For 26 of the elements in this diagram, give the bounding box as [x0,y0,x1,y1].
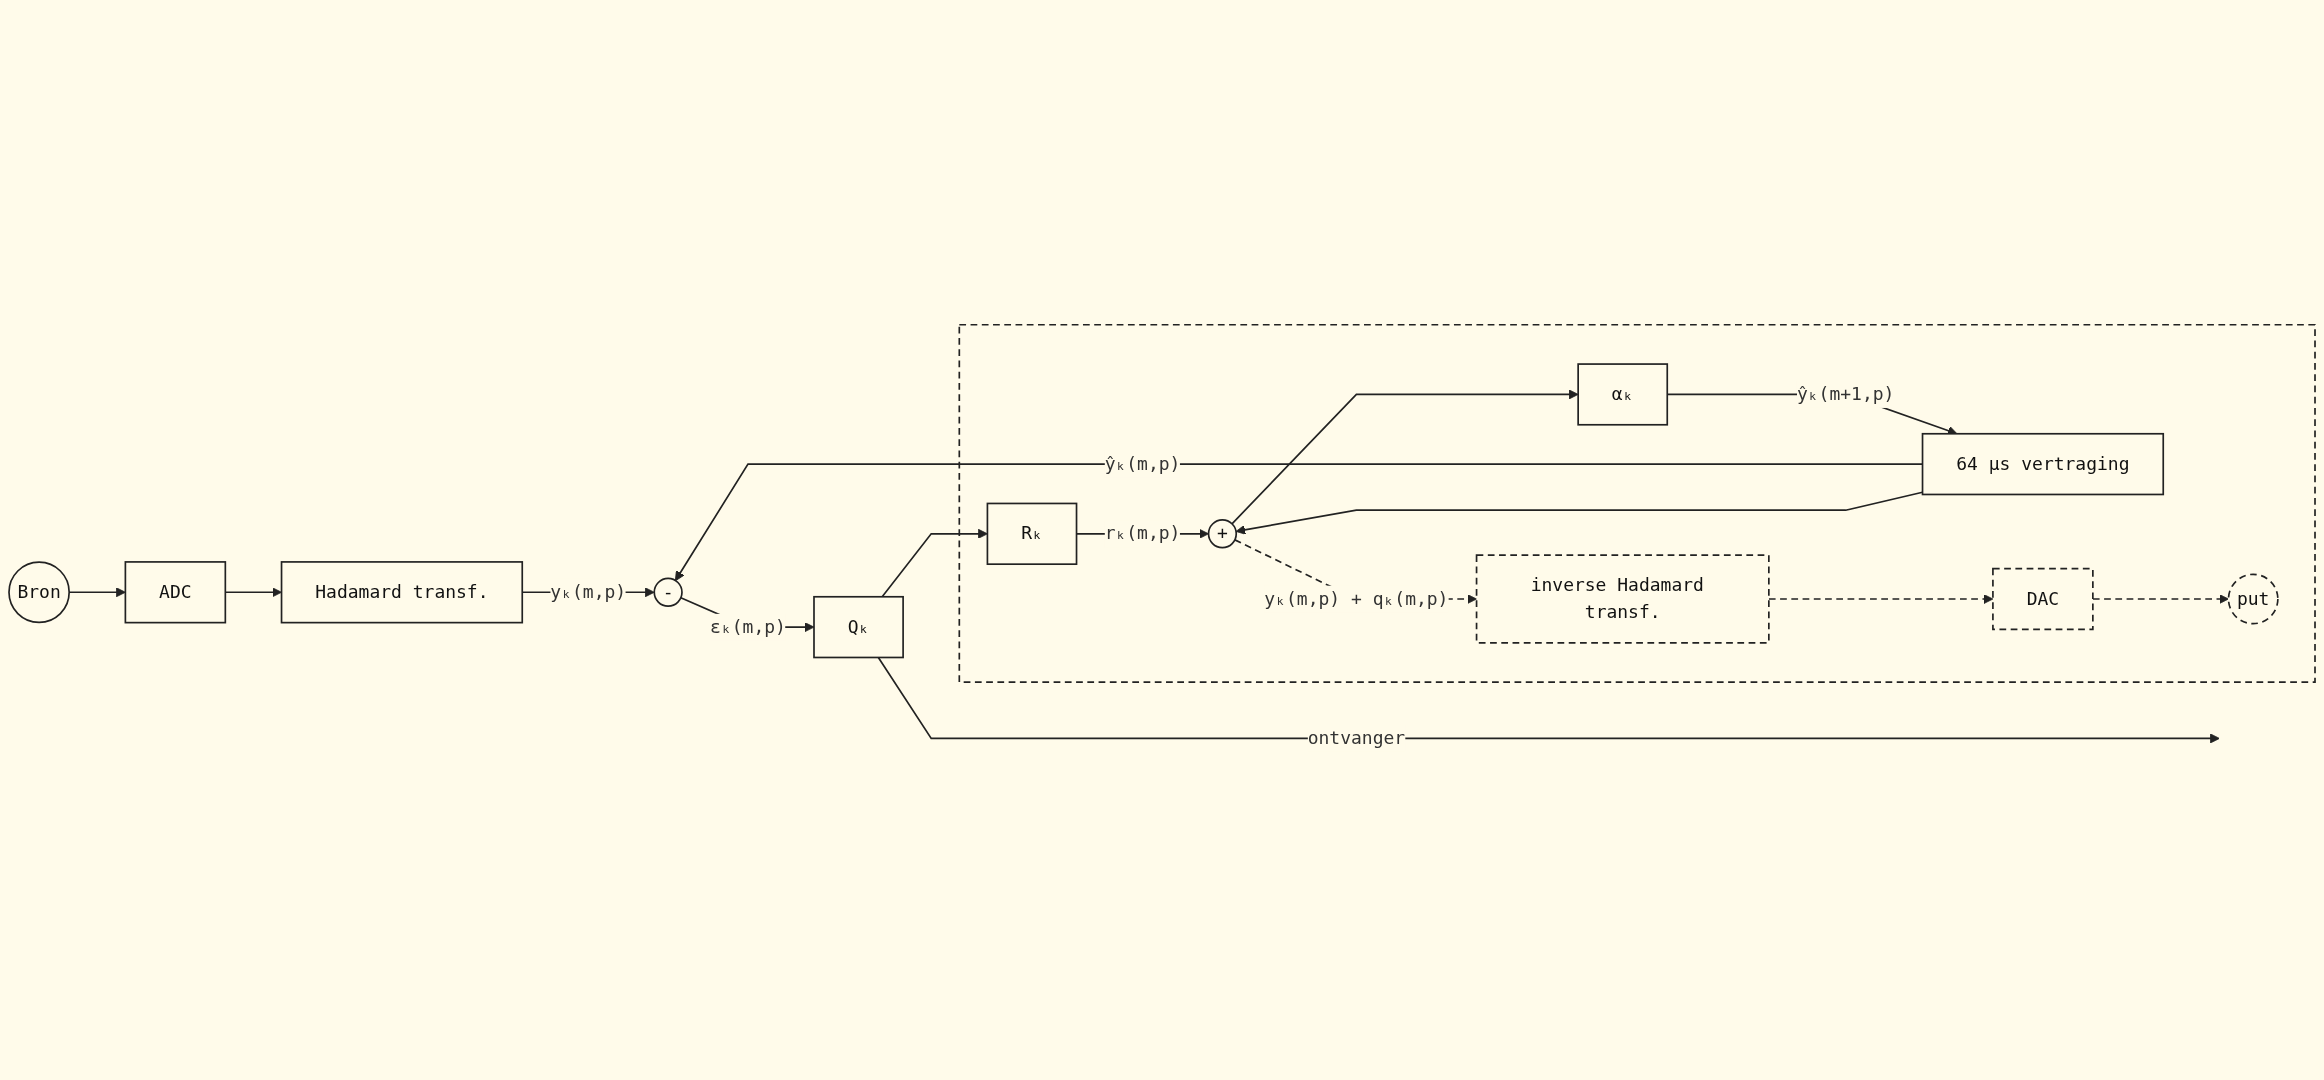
node-box: inverse Hadamard transf. [1475,554,1770,644]
edge-label: ŷₖ(m,p) [1104,452,1181,475]
node-box: ADC [124,561,227,624]
node-box: Qₖ [813,595,904,659]
arrow [1235,491,1924,535]
node-box: Hadamard transf. [280,561,524,624]
node-box: αₖ [1577,363,1669,426]
arrow [1231,389,1579,525]
node-circle: - [653,577,683,607]
node-circle: put [2227,573,2279,625]
node-box: DAC [1992,567,2094,631]
node-box: Rₖ [986,502,1078,565]
node-box: 64 μs vertraging [1921,432,2165,496]
node-circle: + [1207,519,1238,549]
arrow [675,463,1924,581]
edge-label: εₖ(m,p) [710,615,786,638]
cluster [958,323,2316,684]
arrow [877,656,2220,744]
edge-label: rₖ(m,p) [1104,522,1181,544]
edge-label: ontvanger [1307,727,1406,749]
node-circle: Bron [8,561,70,624]
edge-label: yₖ(m,p) [550,581,627,603]
edge-label: yₖ(m,p) + qₖ(m,p) [1264,587,1449,610]
arrow [2092,594,2229,604]
arrow [881,528,988,598]
edge-label: ŷₖ(m+1,p) [1796,383,1895,405]
